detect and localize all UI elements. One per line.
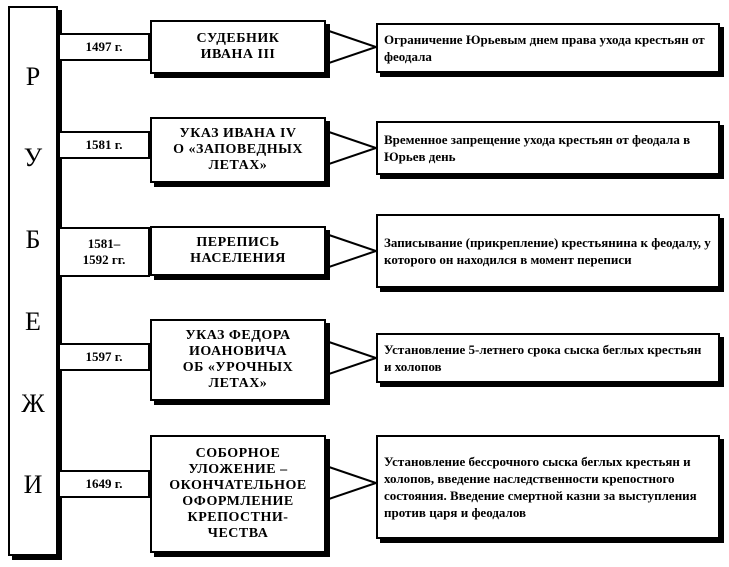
title-letter: Е <box>25 306 41 336</box>
arrow-5 <box>325 464 380 502</box>
act-label: УКАЗ ИВАНА IV О «ЗАПОВЕДНЫХ ЛЕТАХ» <box>173 126 303 173</box>
result-text: Временное запрещение ухода крестьян от ф… <box>384 132 691 164</box>
act-box-4: УКАЗ ФЕДОРА ИОАНОВИЧА ОБ «УРОЧНЫХ ЛЕТАХ» <box>150 319 326 401</box>
act-box-1: СУДЕБНИК ИВАНА III <box>150 20 326 74</box>
arrow-3 <box>325 232 380 270</box>
result-box-2: Временное запрещение ухода крестьян от ф… <box>376 121 720 175</box>
title-letter: У <box>23 143 43 173</box>
act-label: ПЕРЕПИСЬ НАСЕЛЕНИЯ <box>190 235 286 266</box>
title-letter: Р <box>25 61 41 91</box>
year-label: 1581– 1592 гг. <box>82 236 126 267</box>
year-box-4: 1597 г. <box>58 343 150 371</box>
year-label: 1497 г. <box>85 39 123 54</box>
arrow-4 <box>325 339 380 377</box>
arrow-2 <box>325 129 380 167</box>
result-text: Установление 5-летнего срока сыска беглы… <box>384 342 702 374</box>
result-text: Записывание (прикрепление) крестьянина к… <box>384 235 711 267</box>
result-box-4: Установление 5-летнего срока сыска беглы… <box>376 333 720 383</box>
title-letter: Б <box>25 225 41 255</box>
year-label: 1581 г. <box>85 137 123 152</box>
act-label: УКАЗ ФЕДОРА ИОАНОВИЧА ОБ «УРОЧНЫХ ЛЕТАХ» <box>182 328 294 391</box>
year-box-2: 1581 г. <box>58 131 150 159</box>
act-label: СУДЕБНИК ИВАНА III <box>196 31 280 62</box>
title-letter: И <box>23 470 43 500</box>
result-box-5: Установление бессрочного сыска беглых кр… <box>376 435 720 539</box>
result-box-1: Ограничение Юрьевым днем права ухода кре… <box>376 23 720 73</box>
title-box: Р У Б Е Ж И <box>8 6 58 556</box>
arrow-1 <box>325 28 380 66</box>
result-text: Установление бессрочного сыска беглых кр… <box>384 454 697 520</box>
year-label: 1649 г. <box>85 476 123 491</box>
act-box-2: УКАЗ ИВАНА IV О «ЗАПОВЕДНЫХ ЛЕТАХ» <box>150 117 326 183</box>
result-text: Ограничение Юрьевым днем права ухода кре… <box>384 32 705 64</box>
act-box-3: ПЕРЕПИСЬ НАСЕЛЕНИЯ <box>150 226 326 276</box>
year-box-5: 1649 г. <box>58 470 150 498</box>
year-box-1: 1497 г. <box>58 33 150 61</box>
year-box-3: 1581– 1592 гг. <box>58 227 150 277</box>
act-label: СОБОРНОЕ УЛОЖЕНИЕ – ОКОНЧАТЕЛЬНОЕ ОФОРМЛ… <box>169 446 307 541</box>
act-box-5: СОБОРНОЕ УЛОЖЕНИЕ – ОКОНЧАТЕЛЬНОЕ ОФОРМЛ… <box>150 435 326 553</box>
result-box-3: Записывание (прикрепление) крестьянина к… <box>376 214 720 288</box>
title-letter: Ж <box>21 388 45 418</box>
year-label: 1597 г. <box>85 349 123 364</box>
